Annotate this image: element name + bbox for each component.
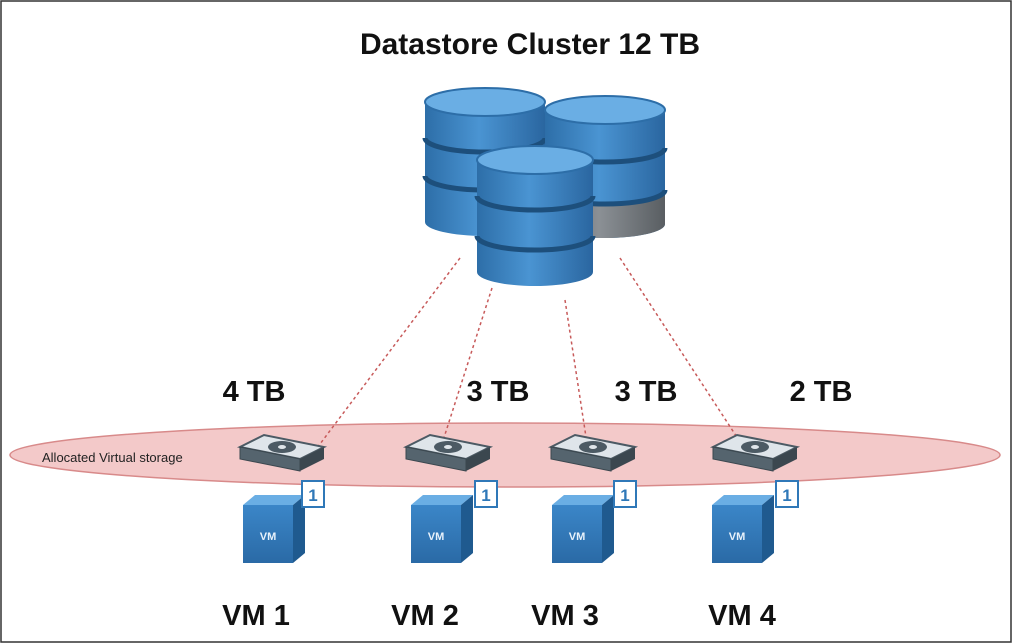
vm-cube-icon: VM [243, 495, 305, 563]
count-badge-icon: 1 [613, 480, 637, 508]
vm-cube-label: VM [260, 531, 277, 543]
vm-name-label: VM 3 [531, 600, 599, 632]
count-badge-icon: 1 [775, 480, 799, 508]
allocation-size-label: 2 TB [790, 376, 853, 408]
count-badge-icon: 1 [301, 480, 325, 508]
vm-name-label: VM 2 [391, 600, 459, 632]
datastore-cluster-icon [422, 87, 668, 286]
virtual-disk-icon [402, 433, 494, 472]
database-cylinder-icon [474, 145, 596, 286]
vm-badge-number: 1 [308, 486, 317, 505]
connector-line [564, 299, 589, 451]
connector-line [439, 287, 493, 451]
virtual-disk-icon [709, 433, 801, 472]
diagram-title: Datastore Cluster 12 TB [360, 28, 700, 61]
virtual-disk-icon [236, 433, 328, 472]
vm-name-label: VM 1 [222, 600, 290, 632]
vm-cube-icon: VM [712, 495, 774, 563]
allocation-size-label: 4 TB [223, 376, 286, 408]
vm-cube-label: VM [569, 531, 586, 543]
connector-line [619, 257, 745, 449]
connector-line [313, 257, 461, 453]
count-badge-icon: 1 [474, 480, 498, 508]
vm-cube-label: VM [428, 531, 445, 543]
virtual-disk-icon [547, 433, 639, 472]
allocation-size-label: 3 TB [467, 376, 530, 408]
region-label: Allocated Virtual storage [42, 450, 183, 465]
allocation-size-label: 3 TB [615, 376, 678, 408]
vm-badge-number: 1 [782, 486, 791, 505]
vm-badge-number: 1 [481, 486, 490, 505]
vm-badge-number: 1 [620, 486, 629, 505]
vm-cube-label: VM [729, 531, 746, 543]
connector-lines [313, 257, 745, 453]
vm-cube-icon: VM [552, 495, 614, 563]
vm-cube-icon: VM [411, 495, 473, 563]
vm-name-label: VM 4 [708, 600, 776, 632]
